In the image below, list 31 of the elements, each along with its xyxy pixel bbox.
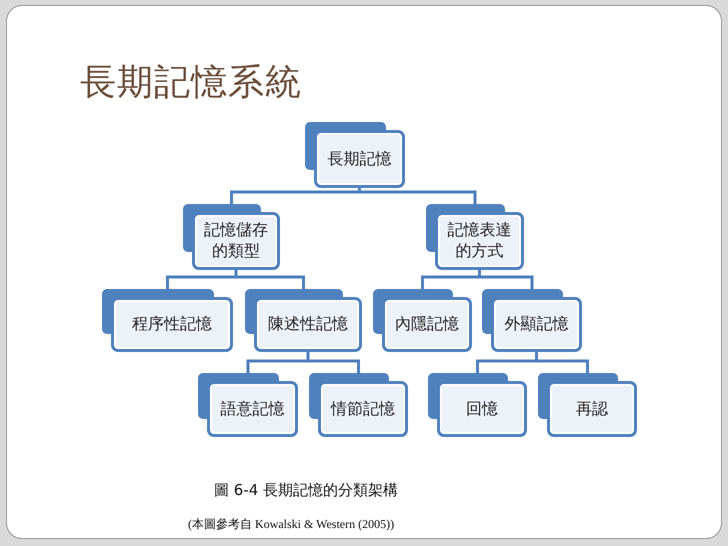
process-box — [482, 289, 582, 352]
node-label: 外顯記憶 — [504, 314, 568, 335]
process-box — [538, 373, 637, 437]
process-box — [198, 373, 298, 437]
process-box — [426, 204, 524, 270]
process-box — [428, 373, 527, 437]
connector-line — [230, 188, 361, 204]
node-label: 回憶 — [466, 398, 498, 420]
connector-line — [358, 188, 476, 204]
node-label: 語意記憶 — [220, 398, 284, 420]
slide-title: 長期記憶系統 — [80, 61, 302, 105]
connector-line — [478, 270, 534, 289]
node-label: 記憶表達的方式 — [446, 220, 512, 262]
node-label: 再認 — [576, 398, 608, 420]
process-box — [183, 204, 280, 270]
process-box — [305, 122, 405, 188]
process-box — [245, 289, 362, 352]
connector-line — [234, 270, 305, 289]
process-box — [309, 373, 408, 437]
connector-line — [306, 352, 360, 373]
node-label: 陳述性記憶 — [268, 314, 348, 335]
process-box — [373, 289, 472, 352]
node-label: 長期記憶 — [328, 148, 392, 170]
process-box — [102, 289, 233, 352]
node-label: 記憶儲存的類型 — [203, 220, 269, 262]
node-label: 內隱記憶 — [395, 314, 459, 335]
node-label: 情節記憶 — [331, 398, 395, 420]
node-label: 程序性記憶 — [132, 314, 212, 335]
figure-caption: 圖 6-4 長期記憶的分類架構 — [214, 481, 398, 500]
source-note: (本圖參考自 Kowalski & Western (2005)) — [188, 516, 394, 533]
connector-line — [535, 352, 589, 373]
